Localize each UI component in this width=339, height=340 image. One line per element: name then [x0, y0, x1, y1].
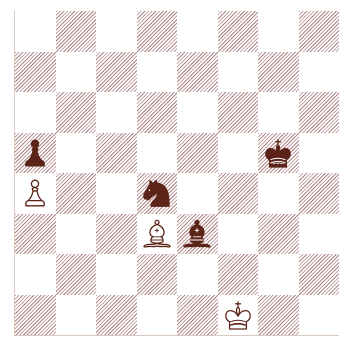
square-g2[interactable]	[258, 254, 299, 295]
square-c8[interactable]	[96, 11, 137, 52]
square-g5[interactable]	[258, 133, 299, 174]
square-h8[interactable]	[299, 11, 339, 52]
square-h5[interactable]	[299, 133, 339, 174]
square-h4[interactable]	[299, 173, 339, 214]
square-a8[interactable]	[15, 11, 56, 52]
square-c3[interactable]	[96, 214, 137, 255]
square-e7[interactable]	[177, 52, 218, 93]
square-d3[interactable]	[137, 214, 178, 255]
square-a5[interactable]	[15, 133, 56, 174]
square-b7[interactable]	[56, 52, 97, 93]
square-a6[interactable]	[15, 92, 56, 133]
square-e1[interactable]	[177, 295, 218, 336]
square-d7[interactable]	[137, 52, 178, 93]
square-d4[interactable]	[137, 173, 178, 214]
square-g7[interactable]	[258, 52, 299, 93]
square-b5[interactable]	[56, 133, 97, 174]
square-b3[interactable]	[56, 214, 97, 255]
square-f2[interactable]	[218, 254, 259, 295]
square-h2[interactable]	[299, 254, 339, 295]
square-e8[interactable]	[177, 11, 218, 52]
square-b4[interactable]	[56, 173, 97, 214]
square-f8[interactable]	[218, 11, 259, 52]
square-e3[interactable]	[177, 214, 218, 255]
chess-board	[15, 11, 339, 335]
square-g3[interactable]	[258, 214, 299, 255]
square-f5[interactable]	[218, 133, 259, 174]
square-c4[interactable]	[96, 173, 137, 214]
square-a1[interactable]	[15, 295, 56, 336]
square-f1[interactable]	[218, 295, 259, 336]
square-e2[interactable]	[177, 254, 218, 295]
square-a7[interactable]	[15, 52, 56, 93]
square-c6[interactable]	[96, 92, 137, 133]
square-b6[interactable]	[56, 92, 97, 133]
square-f3[interactable]	[218, 214, 259, 255]
square-b1[interactable]	[56, 295, 97, 336]
square-g8[interactable]	[258, 11, 299, 52]
square-g6[interactable]	[258, 92, 299, 133]
square-a3[interactable]	[15, 214, 56, 255]
square-d5[interactable]	[137, 133, 178, 174]
square-c1[interactable]	[96, 295, 137, 336]
square-g4[interactable]	[258, 173, 299, 214]
square-h1[interactable]	[299, 295, 339, 336]
square-f6[interactable]	[218, 92, 259, 133]
square-h6[interactable]	[299, 92, 339, 133]
square-b8[interactable]	[56, 11, 97, 52]
square-f4[interactable]	[218, 173, 259, 214]
square-b2[interactable]	[56, 254, 97, 295]
square-f7[interactable]	[218, 52, 259, 93]
square-e5[interactable]	[177, 133, 218, 174]
square-c2[interactable]	[96, 254, 137, 295]
square-e6[interactable]	[177, 92, 218, 133]
square-d2[interactable]	[137, 254, 178, 295]
square-e4[interactable]	[177, 173, 218, 214]
square-d1[interactable]	[137, 295, 178, 336]
square-c5[interactable]	[96, 133, 137, 174]
square-h7[interactable]	[299, 52, 339, 93]
square-a2[interactable]	[15, 254, 56, 295]
square-c7[interactable]	[96, 52, 137, 93]
square-g1[interactable]	[258, 295, 299, 336]
square-a4[interactable]	[15, 173, 56, 214]
square-d8[interactable]	[137, 11, 178, 52]
square-h3[interactable]	[299, 214, 339, 255]
square-d6[interactable]	[137, 92, 178, 133]
